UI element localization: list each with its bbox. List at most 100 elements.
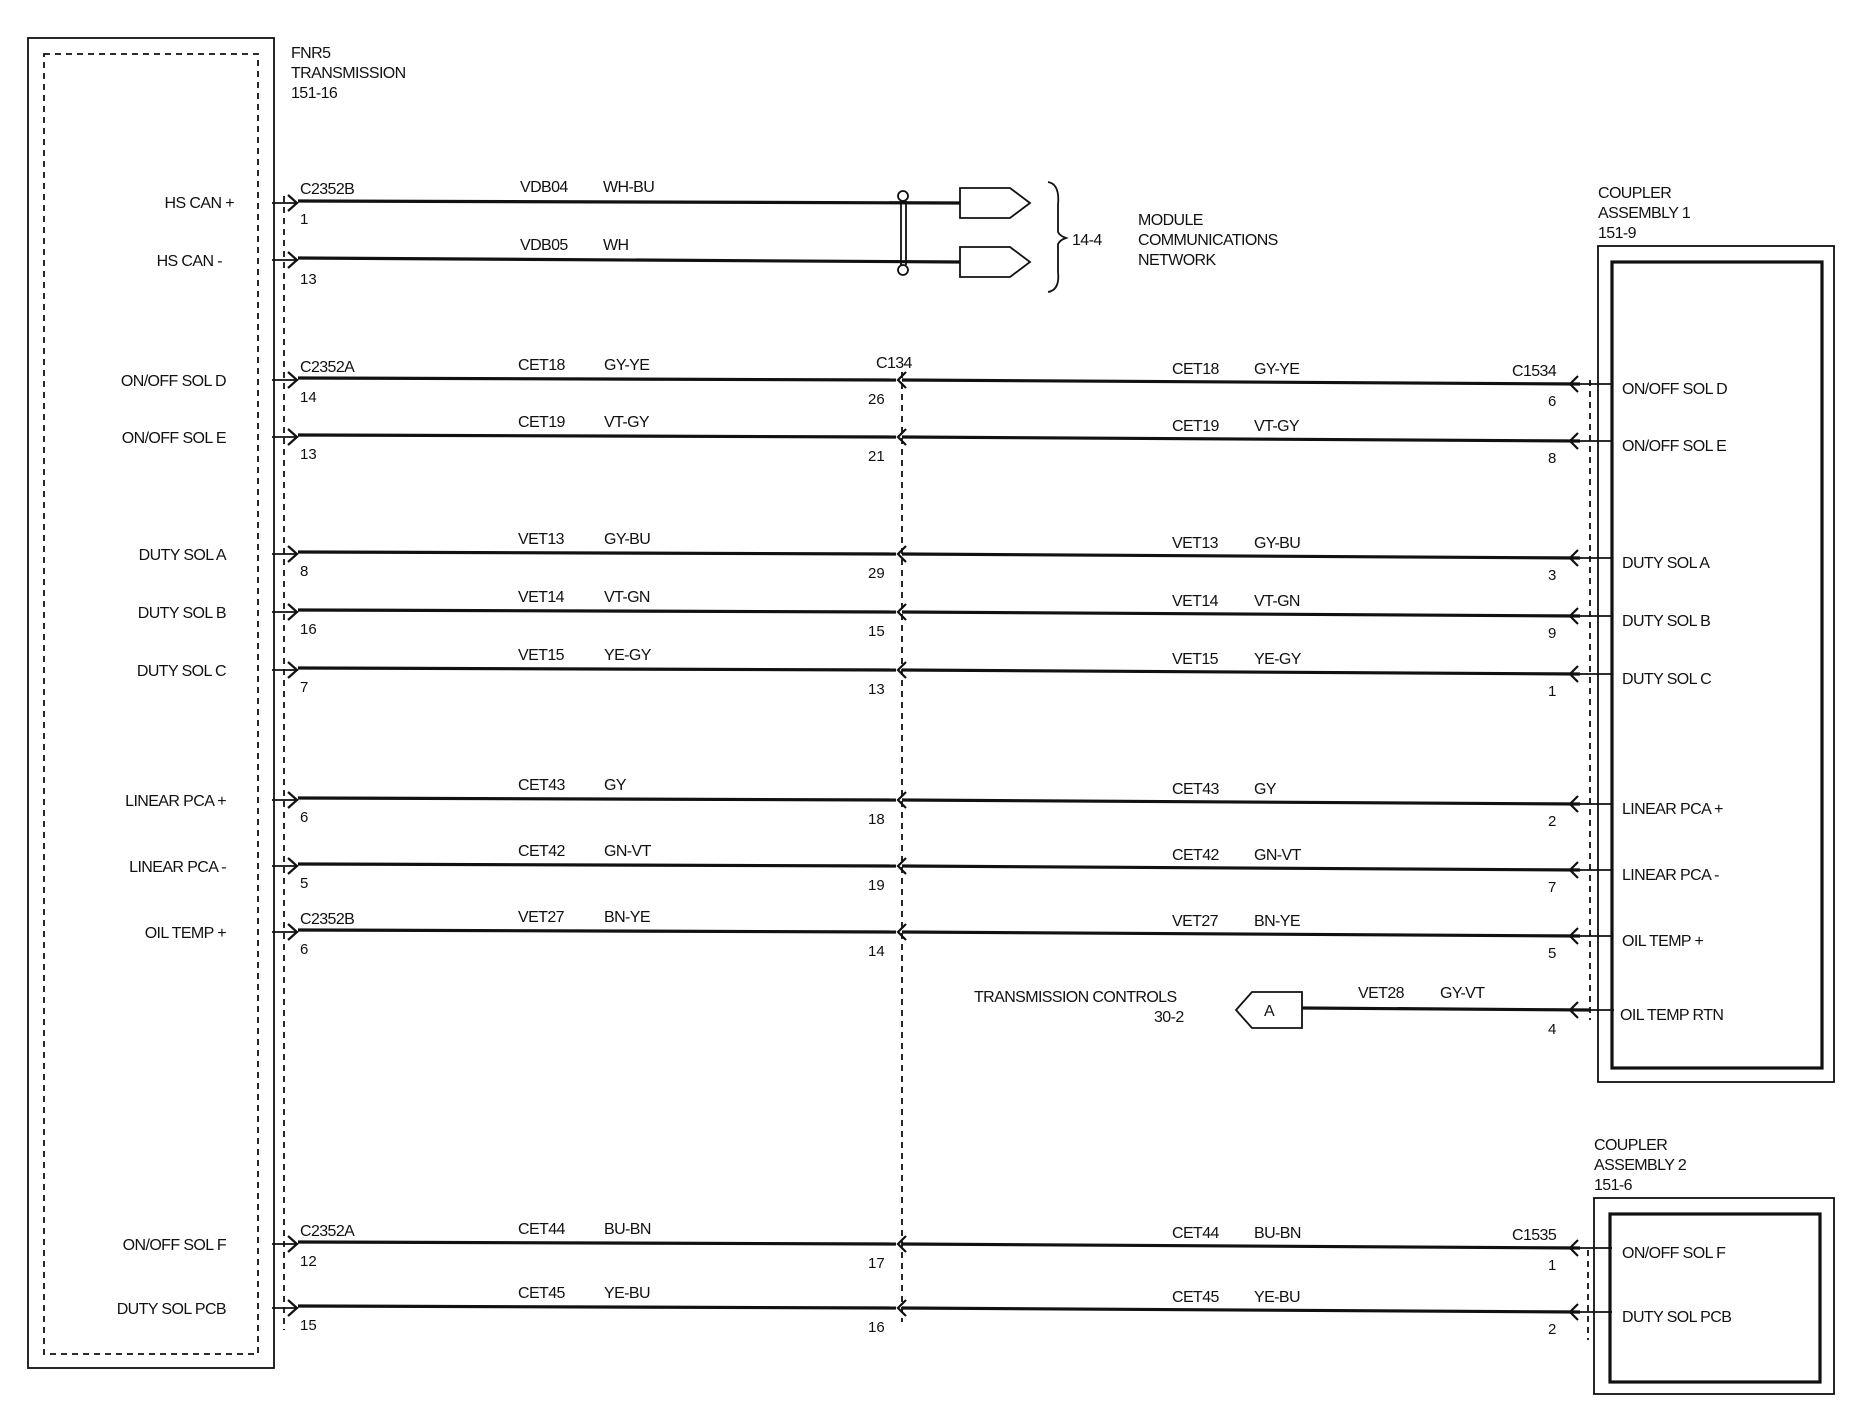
- wire-right-label: ON/OFF SOL E: [1622, 438, 1726, 455]
- wire-mid-pin: 16: [868, 1319, 885, 1336]
- wire-left-arrow: [287, 603, 299, 621]
- wire-mid-pin: 15: [868, 623, 885, 640]
- wire-left-circuit: CET19: [518, 414, 565, 431]
- module-title-line-3: 151-16: [291, 85, 338, 102]
- network-ref: 14-4: [1072, 232, 1102, 249]
- wire-right-color: VT-GN: [1254, 593, 1300, 610]
- wire-left-color: VT-GY: [604, 414, 650, 431]
- wire-right-color: BN-YE: [1254, 913, 1300, 930]
- wire-right-segment: [901, 552, 1581, 560]
- oil-temp-rtn-pin: 4: [1548, 1021, 1556, 1038]
- wire-mid-arrow: [896, 428, 907, 446]
- wire-left-color: BU-BN: [604, 1221, 651, 1238]
- wire-mid-pin: 21: [868, 448, 885, 465]
- wire-left-arrow: [287, 923, 299, 941]
- wire-left-label: DUTY SOL C: [137, 663, 226, 680]
- wire-right-label: DUTY SOL C: [1622, 671, 1711, 688]
- module-title-line-2: TRANSMISSION: [291, 65, 406, 82]
- trans-controls-letter: A: [1264, 1003, 1275, 1020]
- wire-right-color: VT-GY: [1254, 418, 1300, 435]
- wire-left-arrow: [287, 1235, 299, 1253]
- wire-mid-arrow: [896, 1235, 907, 1253]
- wire-left-segment: [297, 928, 897, 934]
- can-plus-color: WH-BU: [603, 179, 654, 196]
- wire-left-label: LINEAR PCA +: [125, 793, 226, 810]
- wire-right-segment: [901, 435, 1581, 443]
- transmission-controls-ref: TRANSMISSION CONTROLS 30-2 A VET28 GY-VT…: [974, 985, 1724, 1038]
- coupler-2-title-line-3: 151-6: [1594, 1177, 1633, 1194]
- wire-right-segment: [901, 1242, 1581, 1250]
- wire-left-label: ON/OFF SOL E: [122, 430, 226, 447]
- wire-mid-arrow: [896, 923, 907, 941]
- coupler-2-inner-border: [1608, 1212, 1822, 1384]
- wire-right-pin: 2: [1548, 1321, 1556, 1338]
- can-minus-label: HS CAN -: [157, 253, 223, 270]
- wire-mid-pin: 26: [868, 391, 885, 408]
- wire-right-pin: 8: [1548, 450, 1556, 467]
- wire-right-pin: 6: [1548, 393, 1556, 410]
- wire-left-color: GY-BU: [604, 531, 650, 548]
- wire-left-segment: [297, 433, 897, 439]
- coupler-2-title-line-1: COUPLER: [1594, 1137, 1667, 1154]
- can-minus-circuit: VDB05: [520, 237, 568, 254]
- wire-left-circuit: VET14: [518, 589, 565, 606]
- wire-right-label: LINEAR PCA -: [1622, 867, 1719, 884]
- twisted-pair-icon: [897, 190, 909, 276]
- wire-left-color: GY-YE: [604, 357, 649, 374]
- wire-left-label: LINEAR PCA -: [129, 859, 226, 876]
- wire-right-label: ON/OFF SOL D: [1622, 381, 1727, 398]
- wire-left-color: GY: [604, 777, 627, 794]
- wire-left-label: DUTY SOL PCB: [117, 1301, 226, 1318]
- wire-right-color: GY-BU: [1254, 535, 1300, 552]
- module-title-line-1: FNR5: [291, 45, 331, 62]
- wire-left-pin: 5: [300, 875, 308, 892]
- wire-left-color: VT-GN: [604, 589, 650, 606]
- wire-right-pin: 5: [1548, 945, 1556, 962]
- can-plus-wire: [297, 199, 961, 205]
- wire-right-circuit: CET18: [1172, 361, 1219, 378]
- wire-left-arrow: [287, 545, 299, 563]
- wire-left-segment: [297, 376, 897, 382]
- wire-right-circuit: VET27: [1172, 913, 1219, 930]
- wire-right-circuit: VET13: [1172, 535, 1219, 552]
- coupler-1-title-line-3: 151-9: [1598, 225, 1637, 242]
- wire-mid-arrow: [896, 791, 907, 809]
- wire-left-segment: [297, 862, 897, 868]
- wire-left-circuit: CET45: [518, 1285, 565, 1302]
- network-brace: [1047, 181, 1069, 293]
- can-plus-connector: C2352B: [300, 181, 354, 198]
- oil-temp-rtn-label: OIL TEMP RTN: [1620, 1007, 1723, 1024]
- wire-left-arrow: [287, 371, 299, 389]
- wire-left-pin: 13: [300, 446, 317, 463]
- wire-right-pin: 3: [1548, 567, 1556, 584]
- can-minus-pin: 13: [300, 271, 317, 288]
- wire-left-segment: [297, 1304, 897, 1310]
- wire-left-pin: 6: [300, 809, 308, 826]
- wire-left-circuit: VET13: [518, 531, 565, 548]
- network-title-line-1: MODULE: [1138, 212, 1203, 229]
- wire-mid-connector: C134: [876, 355, 913, 372]
- wire-right-color: YE-BU: [1254, 1289, 1300, 1306]
- can-minus-color: WH: [603, 237, 629, 254]
- wire-left-color: GN-VT: [604, 843, 652, 860]
- wire-right-pin: 1: [1548, 683, 1556, 700]
- wire-left-circuit: CET42: [518, 843, 565, 860]
- wire-left-pin: 7: [300, 679, 308, 696]
- wire-left-arrow: [287, 428, 299, 446]
- wire-right-label: OIL TEMP +: [1622, 933, 1704, 950]
- wire-left-circuit: CET44: [518, 1221, 565, 1238]
- wire-left-pin: 15: [300, 1317, 317, 1334]
- wire-right-connector: C1535: [1512, 1227, 1557, 1244]
- wire-right-color: GN-VT: [1254, 847, 1302, 864]
- wire-left-connector: C2352A: [300, 359, 355, 376]
- wire-right-circuit: CET45: [1172, 1289, 1219, 1306]
- coupler-1-title-line-2: ASSEMBLY 1: [1598, 205, 1691, 222]
- coupler-assembly-1: COUPLER ASSEMBLY 1 151-9: [1589, 185, 1835, 1083]
